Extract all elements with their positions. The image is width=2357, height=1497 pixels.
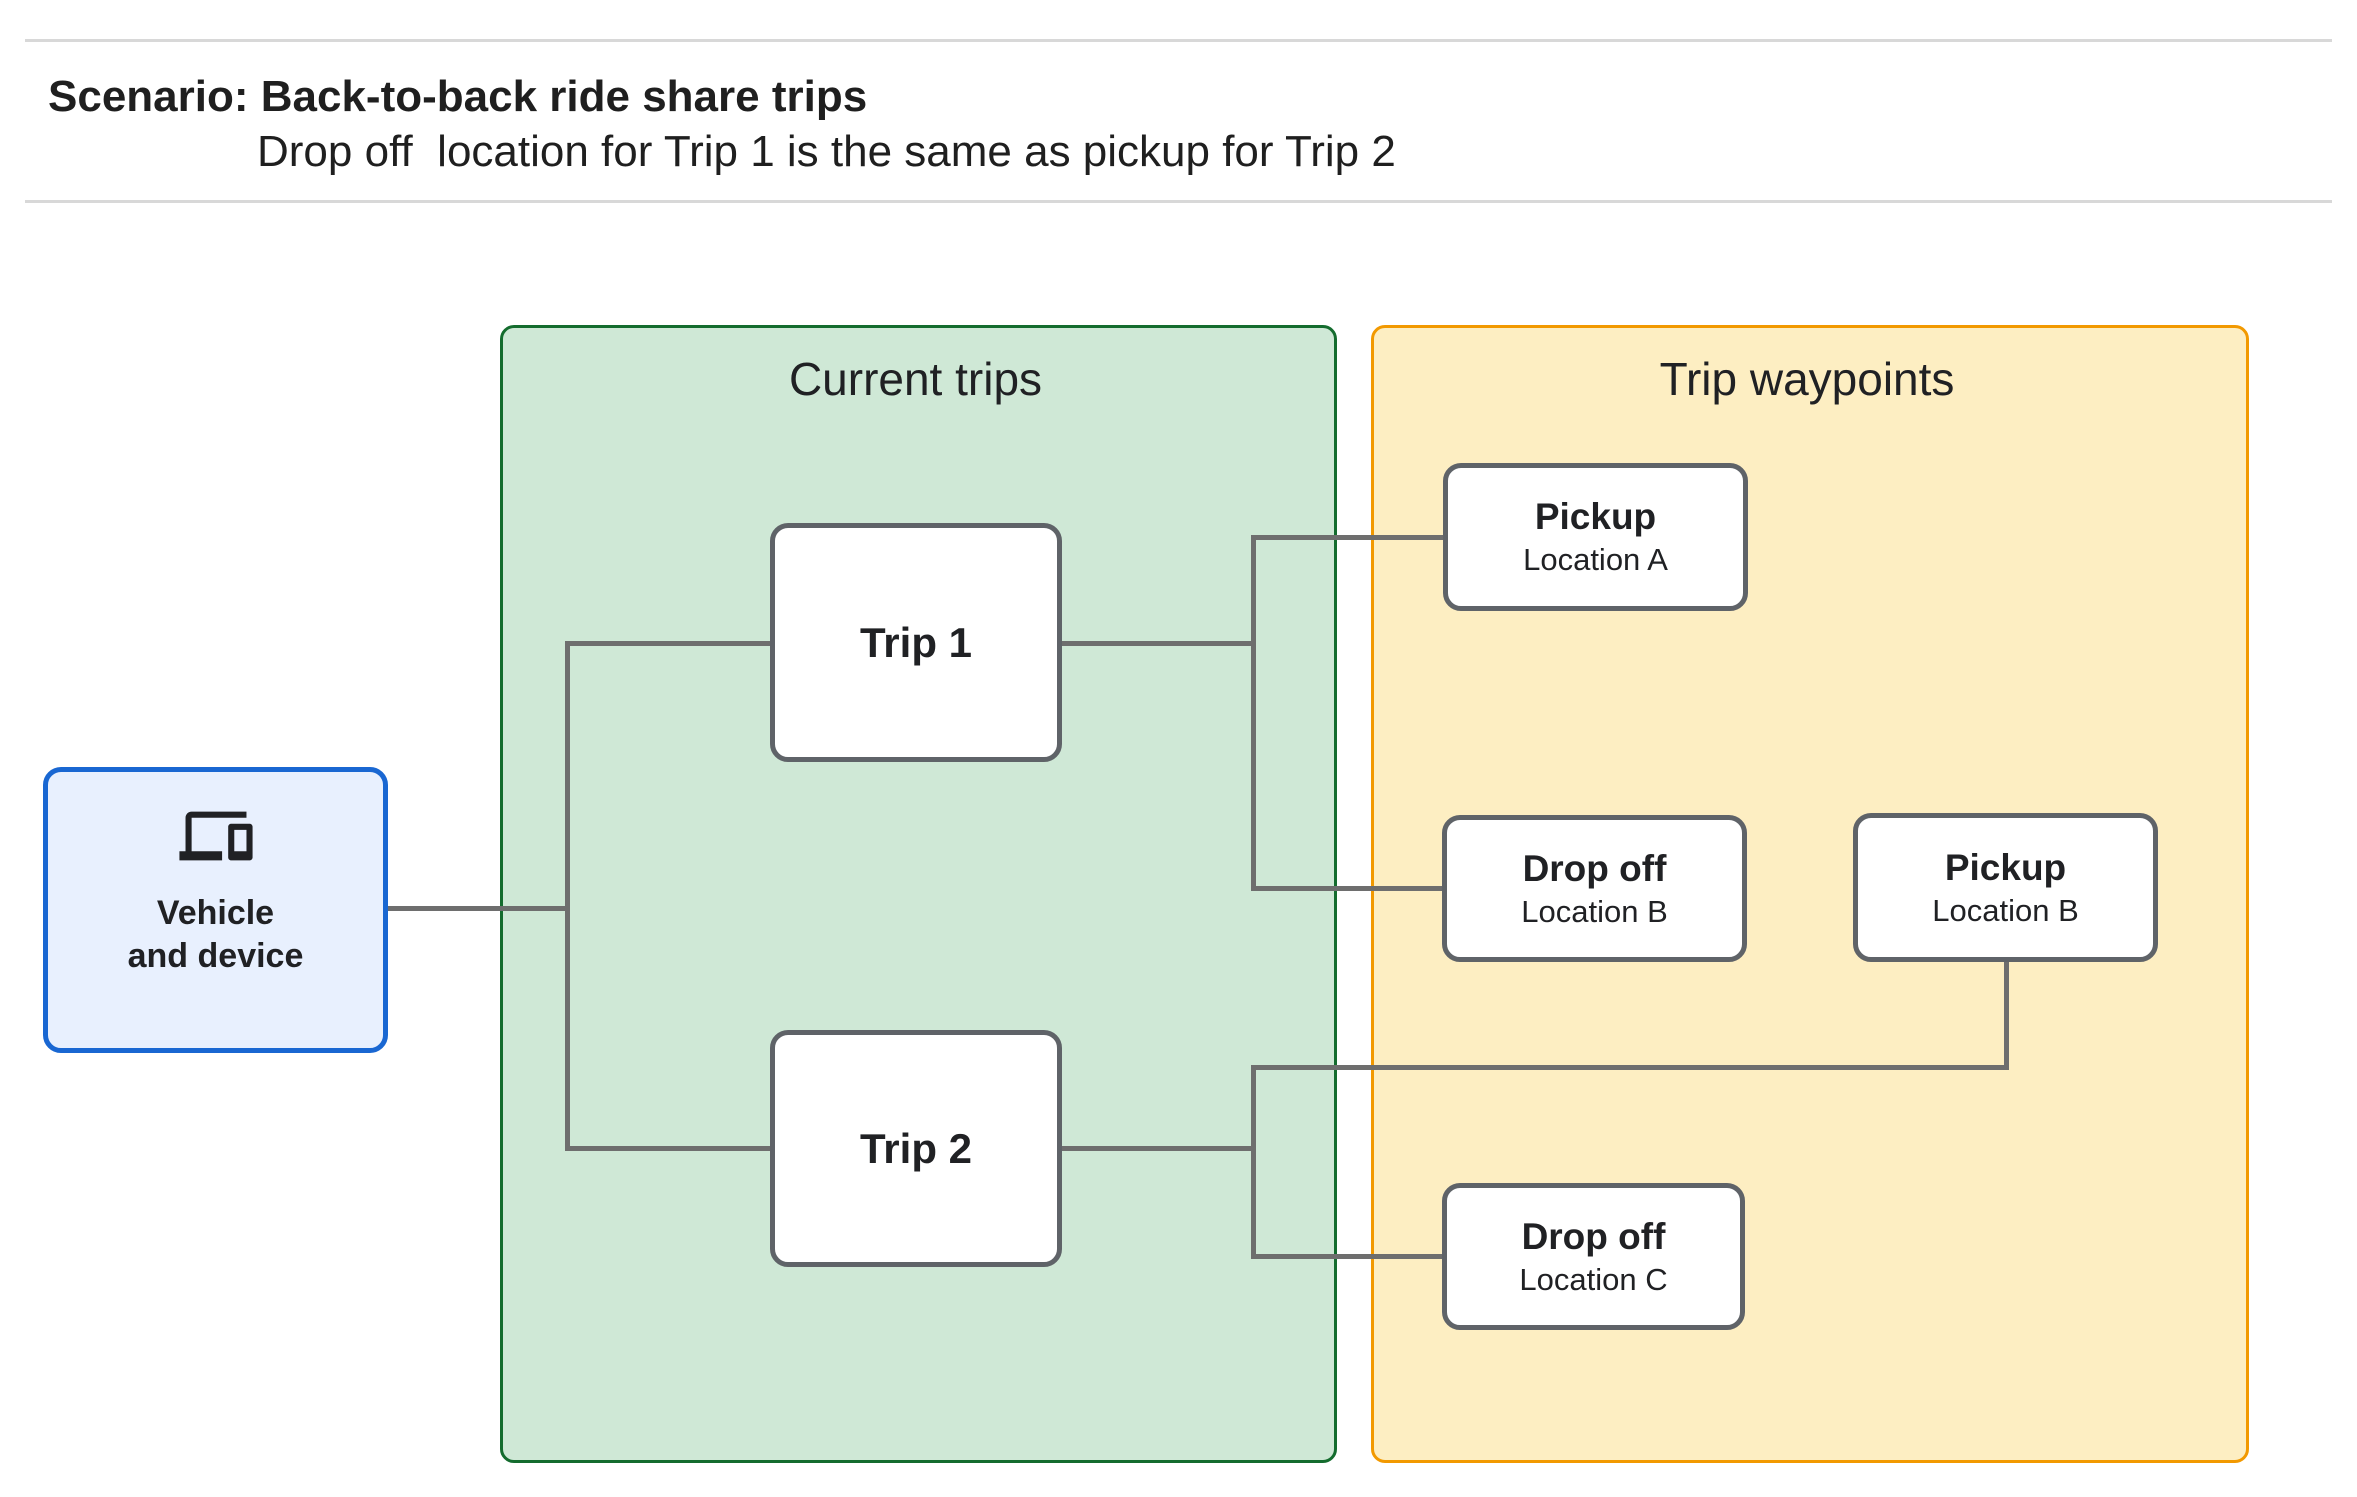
waypoint-location: Location C [1519,1261,1668,1297]
page-subtitle: Drop off location for Trip 1 is the same… [257,127,1396,176]
trip-2-label: Trip 2 [859,1124,973,1172]
connector-trip2-junction-vertical [1251,1065,1256,1259]
current-trips-title: Current trips [788,353,1043,405]
connector-trunk-vertical [565,641,570,1151]
waypoint-location: Location B [1932,892,2079,928]
trip-2-box: Trip 2 [770,1030,1062,1267]
waypoint-label: Drop off [1521,1215,1666,1257]
current-trips-panel [500,325,1337,1463]
vehicle-and-device-box: Vehicle and device [43,767,388,1053]
waypoint-pickup-location-b-box: Pickup Location B [1853,813,2158,962]
header-divider [25,200,2332,203]
connector-trip1-junction-vertical [1251,535,1256,891]
trip-waypoints-title: Trip waypoints [1659,353,1955,405]
waypoint-label: Pickup [1534,496,1657,537]
waypoint-dropoff-location-b-box: Drop off Location B [1442,815,1747,962]
waypoint-location: Location B [1521,893,1668,929]
connector-pickup-b-drop [2004,962,2009,1067]
vehicle-label-line1: Vehicle [156,894,275,932]
connector-trip2-to-pickup-b-horizontal [1253,1065,2009,1070]
connector-trunk-to-trip2 [567,1146,770,1151]
connector-vehicle-to-trunk [388,906,567,911]
connector-trunk-to-trip1 [567,641,770,646]
waypoint-label: Drop off [1522,847,1667,889]
connector-trip1-out [1062,641,1255,646]
trip-1-label: Trip 1 [859,618,973,666]
connector-trip1-to-pickup-a [1253,535,1443,540]
connector-trip1-to-dropoff-b [1253,886,1442,891]
connector-trip2-to-dropoff-c [1253,1254,1442,1259]
waypoint-dropoff-location-c-box: Drop off Location C [1442,1183,1745,1330]
trip-1-box: Trip 1 [770,523,1062,762]
waypoint-location: Location A [1523,542,1668,577]
devices-icon [178,811,253,861]
page-title: Scenario: Back-to-back ride share trips [48,72,868,121]
top-divider [25,39,2332,42]
vehicle-label-line2: and device [127,937,304,975]
connector-trip2-out [1062,1146,1255,1151]
waypoint-label: Pickup [1944,846,2067,888]
waypoint-pickup-location-a-box: Pickup Location A [1443,463,1748,611]
